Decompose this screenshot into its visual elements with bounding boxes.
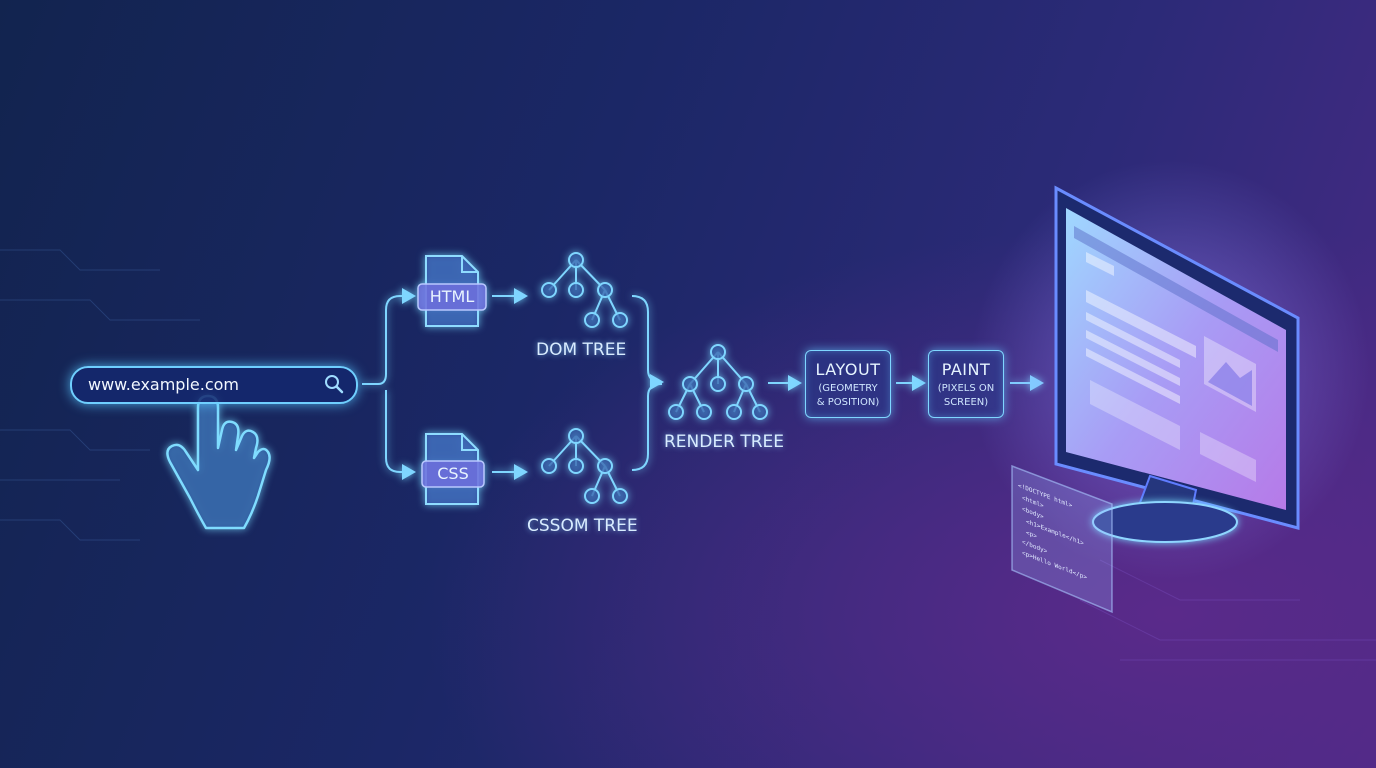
circuit-lines-right [1079, 559, 1376, 661]
html-file-label: HTML [429, 287, 475, 306]
css-file-label: CSS [437, 464, 469, 483]
monitor-screen [1066, 208, 1286, 510]
arrow-cssom-to-render [631, 383, 663, 471]
cssom-tree-icon [541, 428, 628, 504]
arrow-to-css [385, 390, 416, 480]
monitor-illustration [970, 160, 1370, 580]
paint-title: PAINT [941, 360, 991, 379]
paint-desc-line2: SCREEN) [943, 397, 989, 408]
layout-desc-line1: (GEOMETRY [818, 383, 878, 394]
cssom-tree-label: CSSOM TREE [527, 516, 638, 536]
layout-desc-line2: & POSITION) [816, 397, 880, 408]
css-file-icon [421, 433, 485, 505]
arrow-to-html [362, 288, 416, 385]
address-bar-url: www.example.com [88, 375, 239, 394]
code-panel [1011, 464, 1113, 614]
webpage-mockup [1074, 226, 1278, 482]
html-file-icon [417, 255, 487, 327]
layout-step-box: LAYOUT (GEOMETRY & POSITION) [805, 350, 891, 418]
render-tree-icon [668, 344, 768, 420]
paint-step-box: PAINT (PIXELS ON SCREEN) [928, 350, 1004, 418]
search-icon[interactable] [324, 374, 344, 394]
paint-desc-line1: (PIXELS ON [937, 383, 995, 394]
arrow-dom-to-render [631, 295, 664, 390]
address-bar[interactable]: www.example.com [70, 366, 358, 404]
layout-title: LAYOUT [815, 360, 881, 379]
monitor-base [1092, 501, 1238, 543]
render-tree-label: RENDER TREE [664, 432, 784, 452]
dom-tree-label: DOM TREE [536, 340, 627, 360]
dom-tree-icon [541, 252, 628, 328]
pointing-hand-icon [166, 394, 271, 530]
circuit-lines-left [0, 249, 200, 541]
